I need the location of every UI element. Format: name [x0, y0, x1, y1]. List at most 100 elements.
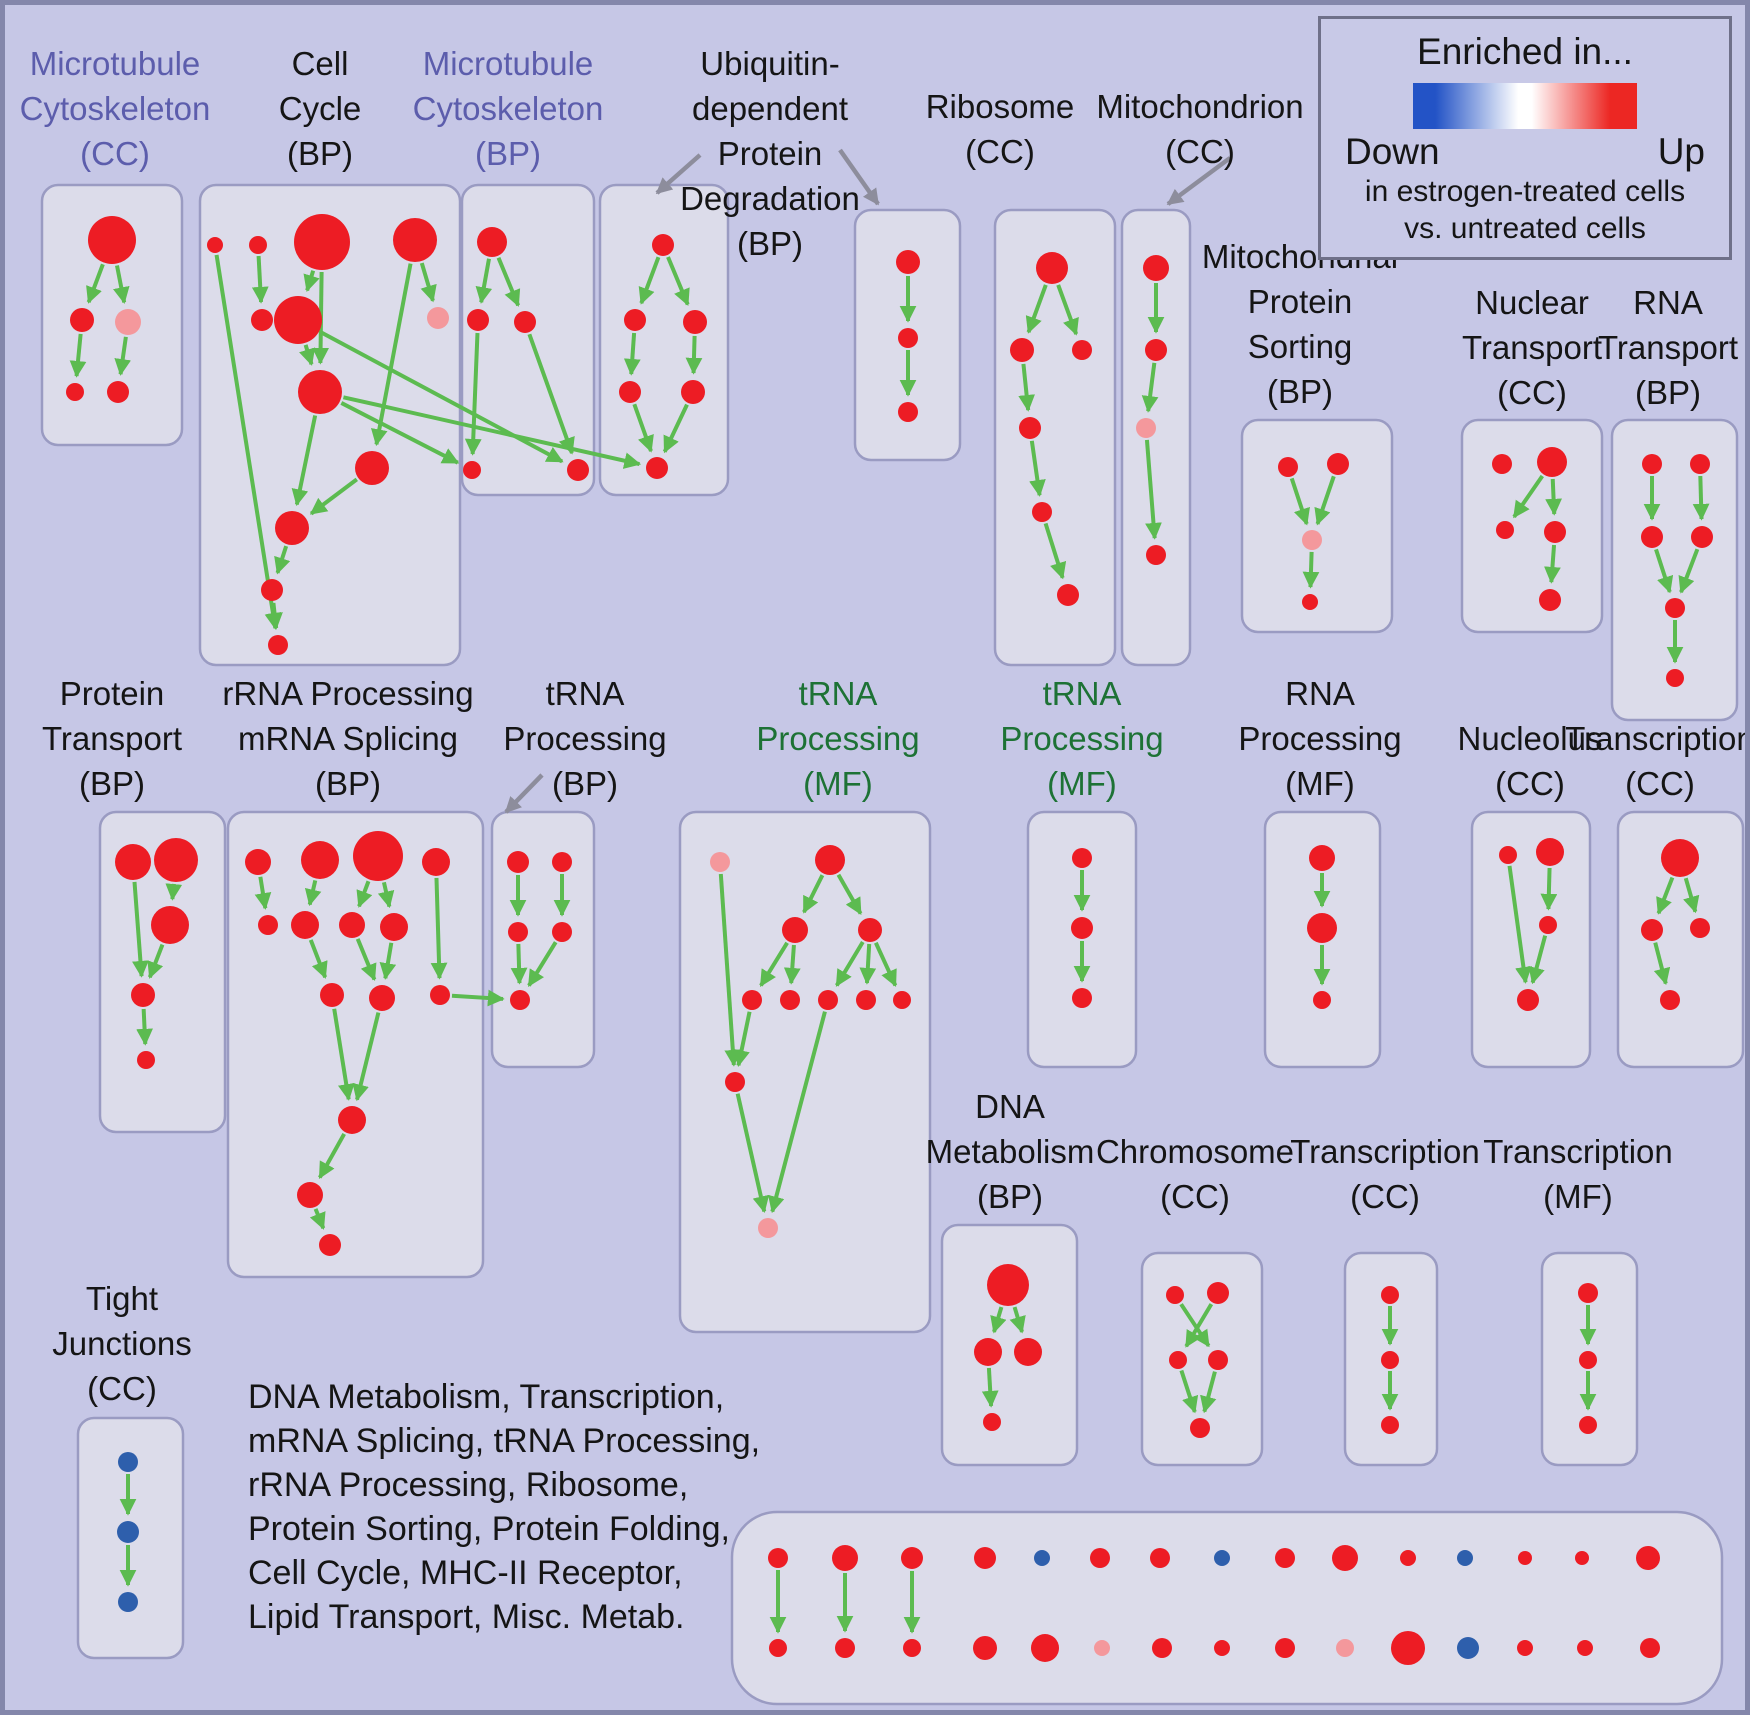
- protein-transport-bp-edge-2: [147, 943, 165, 979]
- transcription-cc-bottom-label: Transcription(CC): [1290, 1133, 1480, 1215]
- rna-transport-bp-node-3: [1691, 526, 1713, 548]
- rrna-processing-mrna-splicing-bp-edge-9: [352, 1012, 381, 1102]
- annotation-arrow-2: [838, 148, 880, 206]
- rna-processing-mf-node-0: [1309, 845, 1335, 871]
- ubiquitin-degradation-box-left-edge-0: [638, 256, 661, 305]
- dna-metabolism-bp-edge-1: [1009, 1306, 1026, 1334]
- cell-cycle-bp-node-7: [298, 370, 342, 414]
- tight-junctions-cc-node-1: [117, 1521, 139, 1543]
- rrna-processing-mrna-splicing-bp-edge-4: [430, 877, 448, 980]
- mixed-processes-strip-node-8: [1275, 1548, 1295, 1568]
- mixed-processes-strip-node-11: [1457, 1550, 1473, 1566]
- trna-processing-bp-edge-3: [527, 941, 558, 987]
- footnote-line-4: Protein Sorting, Protein Folding,: [248, 1510, 730, 1548]
- mixed-processes-strip-node-3: [974, 1547, 996, 1569]
- chromosome-cc-label: Chromosome(CC): [1096, 1133, 1294, 1215]
- trna-processing-bp-edge-2: [510, 943, 528, 985]
- ribosome-cc-node-4: [1032, 502, 1052, 522]
- rrna-processing-mrna-splicing-bp-edge-11: [309, 1208, 326, 1230]
- ribosome-cc-node-1: [1010, 338, 1034, 362]
- mitochondrion-label: Mitochondrion(CC): [1096, 88, 1303, 170]
- rrna-processing-mrna-splicing-bp-node-13: [319, 1234, 341, 1256]
- cell-cycle-bp-node-11: [268, 635, 288, 655]
- footnote: DNA Metabolism, Transcription,mRNA Splic…: [248, 1375, 760, 1639]
- trna-processing-bp-node-4: [510, 990, 530, 1010]
- trna-processing-mf-large-edge-2: [759, 941, 789, 987]
- rrna-processing-mrna-splicing-bp-node-4: [258, 915, 278, 935]
- trna-processing-bp-node-2: [508, 922, 528, 942]
- mixed-processes-strip-node-22: [1214, 1640, 1230, 1656]
- cross-cluster-edge-3: [451, 989, 505, 1007]
- mixed-processes-strip-node-17: [903, 1639, 921, 1657]
- protein-transport-bp-node-0: [115, 844, 151, 880]
- ubiquitin-degradation-box-right-node-1: [898, 328, 918, 348]
- dna-metabolism-bp-node-3: [983, 1413, 1001, 1431]
- mitochondrial-protein-sorting-bp-edge-1: [1314, 475, 1336, 526]
- mixed-processes-strip-node-2: [901, 1547, 923, 1569]
- microtubule-cytoskeleton-bp-node-2: [514, 311, 536, 333]
- rrna-processing-mrna-splicing-bp-node-0: [245, 849, 271, 875]
- rna-transport-bp-edge-3: [1678, 548, 1700, 594]
- transcription-cc-top-node-1: [1641, 919, 1663, 941]
- microtubule-cytoskeleton-cc-edge-1: [113, 265, 130, 305]
- mixed-processes-strip-node-23: [1275, 1638, 1295, 1658]
- chromosome-cc-box: [1140, 1251, 1264, 1467]
- rrna-processing-mrna-splicing-bp-node-10: [430, 985, 450, 1005]
- cross-cluster-edge-1: [342, 395, 642, 469]
- dna-metabolism-bp-node-0: [987, 1264, 1029, 1306]
- mixed-processes-strip-node-15: [769, 1639, 787, 1657]
- cell-cycle-bp-edge-1: [251, 255, 269, 304]
- trna-processing-mf-large-edge-10: [768, 1011, 827, 1214]
- ribosome-cc-edge-1: [1056, 284, 1079, 336]
- microtubule-cytoskeleton-cc-edge-2: [69, 333, 87, 378]
- ubiquitin-degradation-box-left-edge-1: [666, 256, 690, 307]
- mitochondrion-cc-node-0: [1143, 255, 1169, 281]
- legend-subtitle-line1: in estrogen-treated cells: [1364, 175, 1686, 208]
- transcription-cc-top-edge-1: [1683, 877, 1700, 914]
- microtubule-cytoskeleton-cc-node-3: [66, 383, 84, 401]
- mixed-processes-strip-node-24: [1336, 1639, 1354, 1657]
- rna-transport-bp-edge-2: [1654, 548, 1674, 594]
- dna-metabolism-bp-edge-2: [981, 1367, 999, 1408]
- transcription-cc-top-node-0: [1661, 839, 1699, 877]
- chromosome-cc-node-4: [1190, 1418, 1210, 1438]
- nucleolus-cc-box: [1470, 810, 1592, 1069]
- rrna-processing-mrna-splicing-bp-edge-1: [304, 880, 322, 907]
- ribosome-cc-edge-0: [1025, 284, 1048, 334]
- microtubule-cytoskeleton-bp-node-3: [463, 461, 481, 479]
- trna-processing-bp-node-3: [552, 922, 572, 942]
- trna-processing-mf-large-node-1: [815, 845, 845, 875]
- trna-processing-mf-small-box: [1026, 810, 1138, 1069]
- legend-title: Enriched in...: [1417, 31, 1633, 72]
- protein-transport-bp-edge-3: [136, 1008, 153, 1046]
- cross-cluster-edge-0: [340, 401, 460, 465]
- rrna-processing-mrna-splicing-bp-node-12: [297, 1182, 323, 1208]
- ribosome-cc-box: [993, 208, 1117, 667]
- edges-layer: [69, 148, 1710, 1634]
- nuclear-transport-cc-box: [1460, 418, 1604, 634]
- footnote-line-5: Cell Cycle, MHC-II Receptor,: [248, 1554, 683, 1592]
- transcription-mf-node-0: [1578, 1283, 1598, 1303]
- cell-cycle-bp-edge-8: [309, 477, 358, 516]
- mixed-processes-strip-node-12: [1518, 1551, 1532, 1565]
- trna-processing-mf-large-edge-0: [802, 874, 825, 914]
- dna-metabolism-bp-node-1: [974, 1338, 1002, 1366]
- nuclear-transport-cc-edge-1: [1545, 478, 1562, 516]
- rrna-processing-mrna-splicing-bp-node-11: [338, 1106, 366, 1134]
- rrna-processing-mrna-splicing-bp-edge-6: [355, 938, 377, 982]
- chromosome-cc-node-3: [1208, 1350, 1228, 1370]
- transcription-mf-label: Transcription(MF): [1483, 1133, 1673, 1215]
- rna-transport-bp-box: [1610, 418, 1739, 722]
- tight-junctions-cc-node-2: [118, 1592, 138, 1612]
- mixed-processes-strip-node-9: [1332, 1545, 1358, 1571]
- chromosome-cc-edge-3: [1200, 1371, 1217, 1414]
- trna-processing-mf-large-node-4: [742, 990, 762, 1010]
- mixed-processes-strip-node-20: [1094, 1640, 1110, 1656]
